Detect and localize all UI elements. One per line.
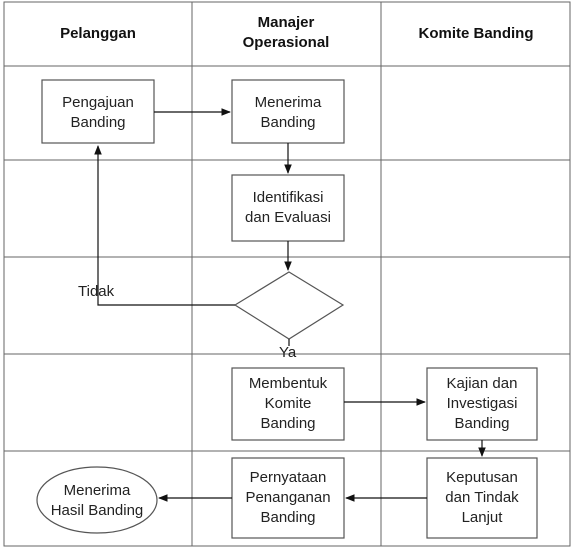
- node-menerima-label-2: Banding: [260, 114, 315, 131]
- edge-label-ya: Ya: [279, 344, 297, 361]
- decision-diamond: [233, 271, 345, 340]
- arrow-decision-tidak: [94, 145, 235, 306]
- node-identifikasi-evaluasi: [231, 174, 345, 242]
- node-kajian-investigasi: [426, 367, 538, 441]
- node-pengajuan-label-2: Banding: [70, 114, 125, 131]
- node-identifikasi-label-2: dan Evaluasi: [245, 209, 331, 226]
- node-hasil-label-2: Hasil Banding: [51, 502, 144, 519]
- lane-header-komite: Komite Banding: [419, 25, 534, 42]
- node-keputusan-label-3: Lanjut: [462, 509, 504, 526]
- node-hasil-label-1: Menerima: [64, 482, 131, 499]
- node-menerima-banding: [231, 79, 345, 144]
- node-kajian-label-3: Banding: [454, 415, 509, 432]
- node-pengajuan-banding: [41, 79, 155, 144]
- lane-header-manajer-line1: Manajer: [258, 14, 315, 31]
- node-identifikasi-label-1: Identifikasi: [253, 189, 324, 206]
- node-membentuk-label-3: Banding: [260, 415, 315, 432]
- node-pernyataan-label-3: Banding: [260, 509, 315, 526]
- node-keputusan-label-2: dan Tindak: [445, 489, 519, 506]
- node-pernyataan-label-1: Pernyataan: [250, 469, 327, 486]
- lane-header-pelanggan: Pelanggan: [60, 25, 136, 42]
- node-membentuk-label-1: Membentuk: [249, 375, 328, 392]
- node-kajian-label-2: Investigasi: [447, 395, 518, 412]
- lane-header-manajer-line2: Operasional: [243, 34, 330, 51]
- node-membentuk-komite: [231, 367, 345, 441]
- edge-label-tidak: Tidak: [78, 283, 115, 300]
- node-keputusan-label-1: Keputusan: [446, 469, 518, 486]
- node-pernyataan-label-2: Penanganan: [245, 489, 330, 506]
- node-membentuk-label-2: Komite: [265, 395, 312, 412]
- connectors: [94, 108, 486, 502]
- node-kajian-label-1: Kajian dan: [447, 375, 518, 392]
- node-menerima-hasil: [36, 466, 158, 534]
- node-menerima-label-1: Menerima: [255, 94, 322, 111]
- node-pengajuan-label-1: Pengajuan: [62, 94, 134, 111]
